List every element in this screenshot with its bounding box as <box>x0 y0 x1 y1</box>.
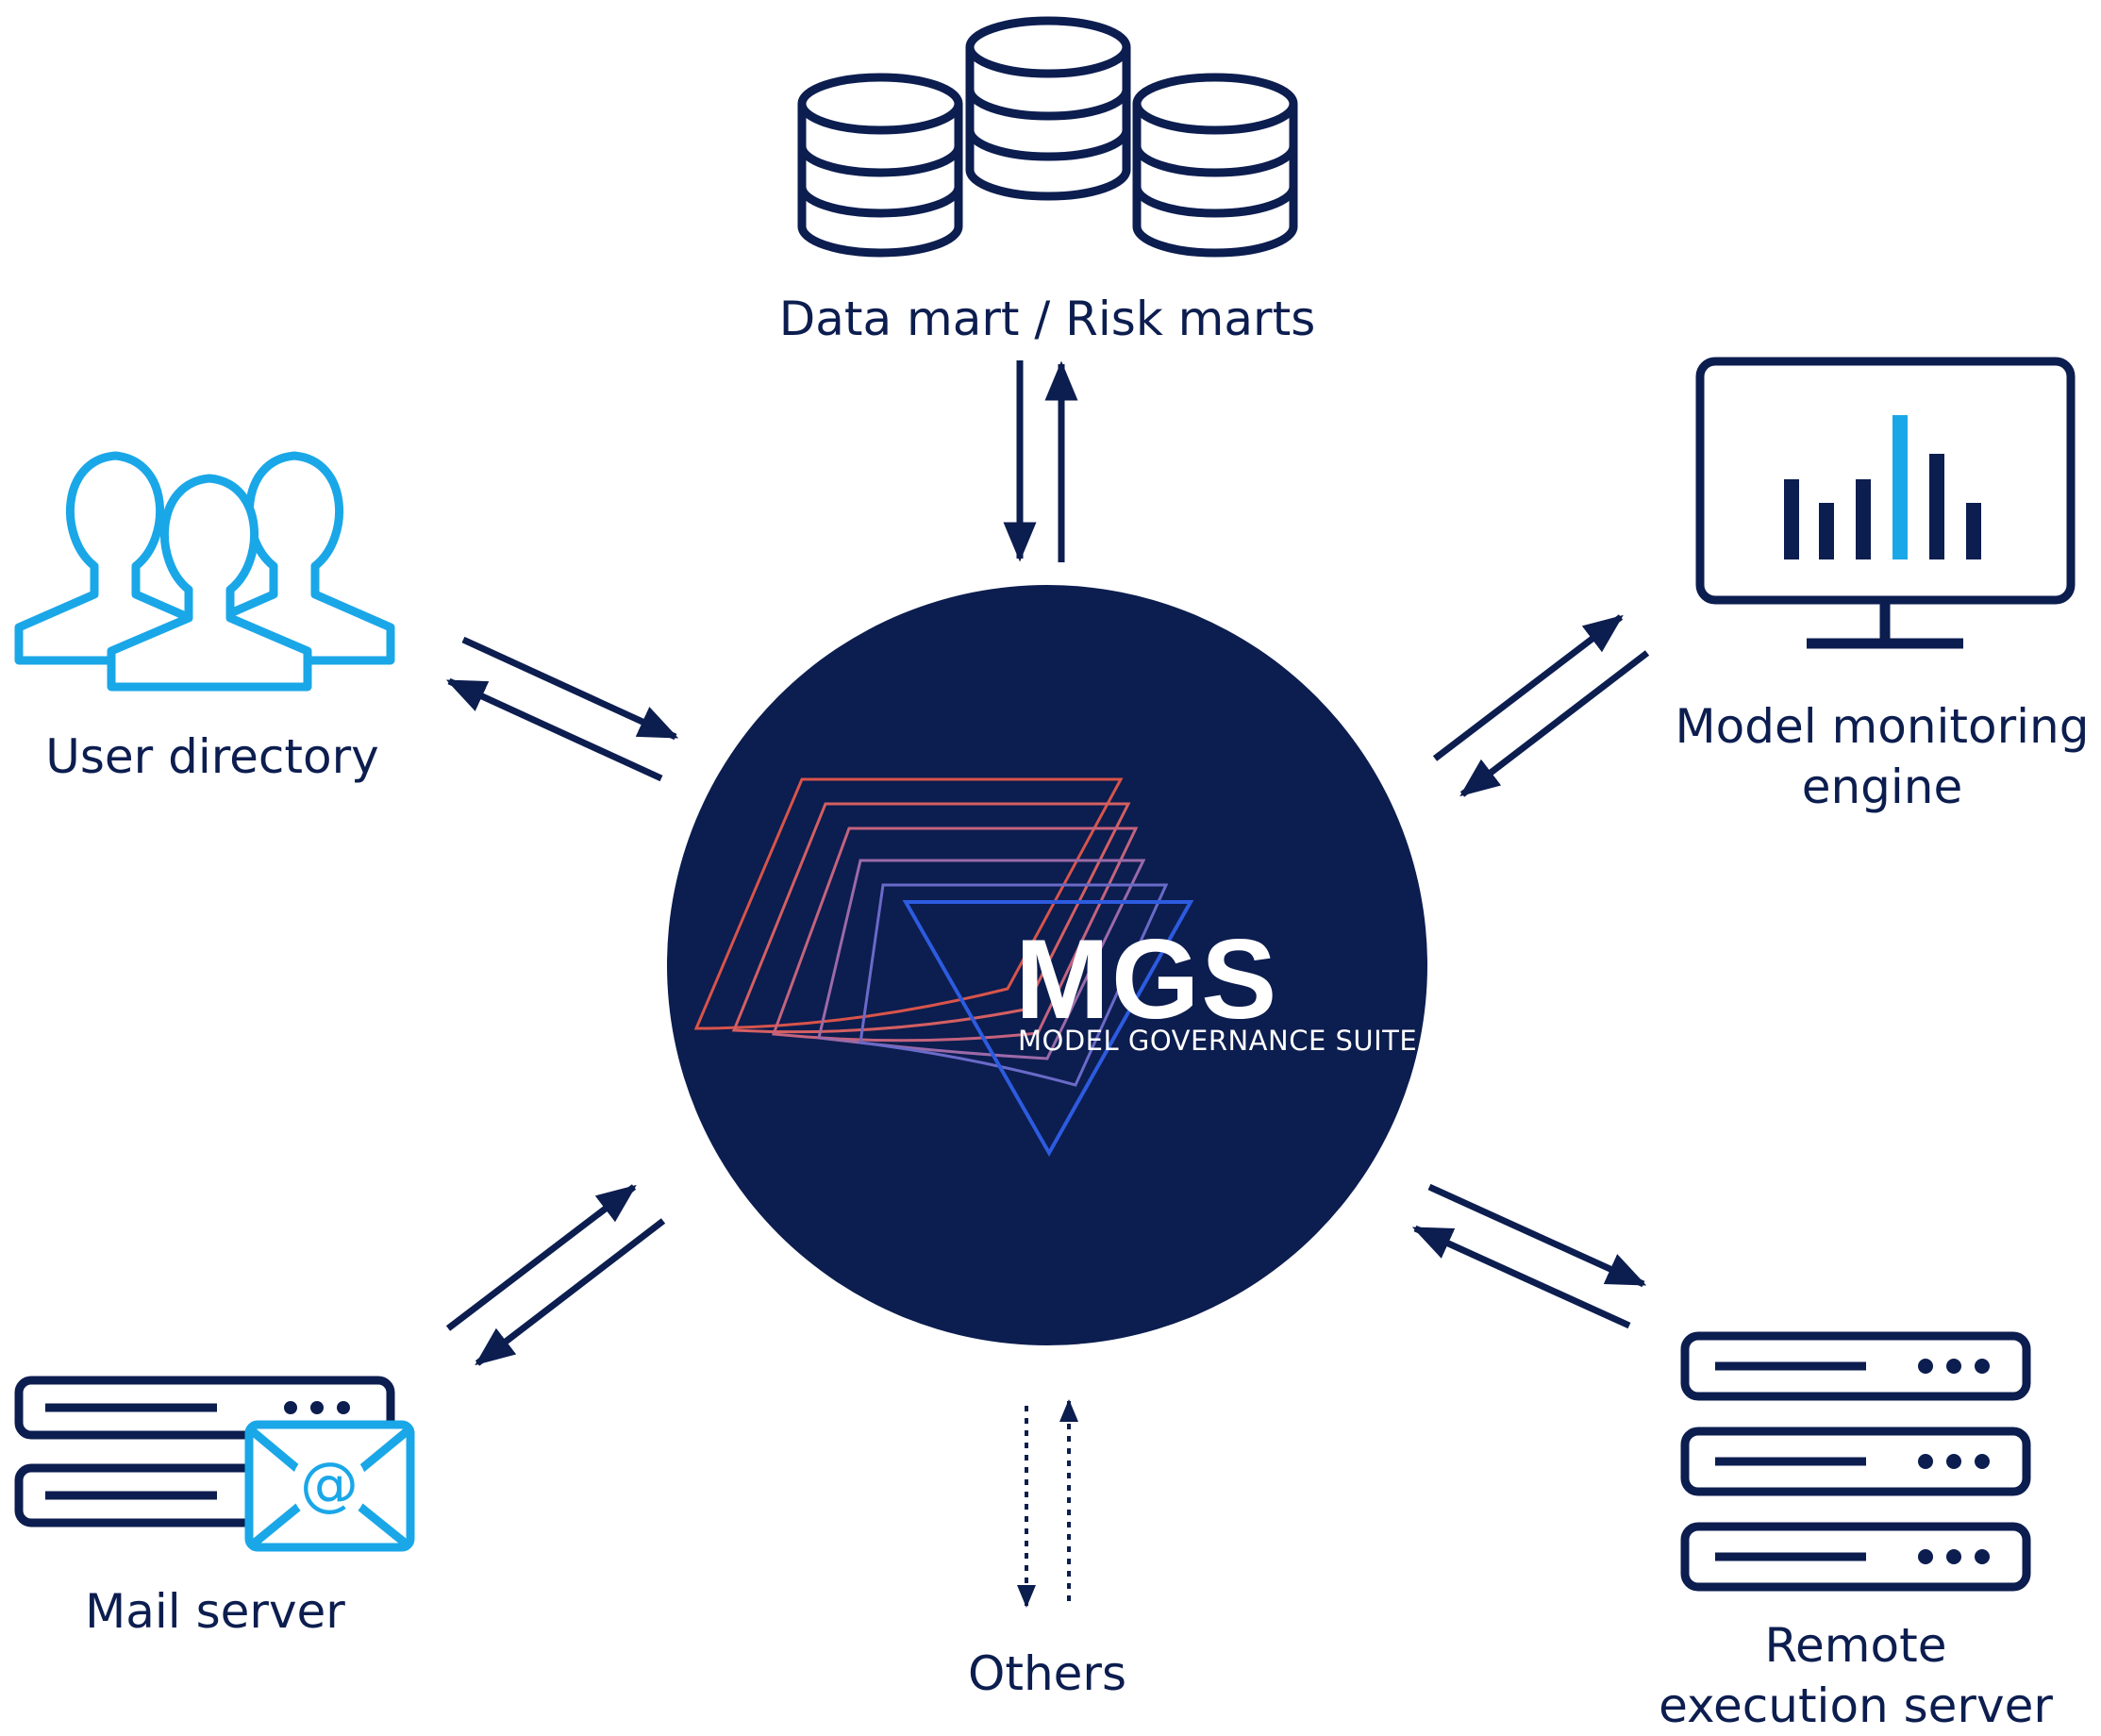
arrow-hub-to-monitoring <box>1432 614 1624 761</box>
mgs-logo-mark <box>693 777 1194 1158</box>
arrow-remote-to-hub <box>1411 1225 1631 1329</box>
server-rack-icon <box>1680 1331 2031 1592</box>
others-label: Others <box>967 1646 1127 1701</box>
data-mart-label: Data mart / Risk marts <box>778 292 1316 346</box>
arrow-monitoring-to-hub <box>1459 650 1650 797</box>
svg-text:@: @ <box>300 1449 359 1518</box>
monitor-chart-icon <box>1695 357 2076 649</box>
remote-label-line1: Remote <box>1764 1618 1947 1673</box>
user-directory-label: User directory <box>45 729 379 784</box>
monitoring-label-line2: engine <box>1801 760 1963 814</box>
server-rack-status-lights <box>1918 1359 1990 1564</box>
arrow-mail-to-hub <box>445 1184 637 1331</box>
users-group-icon <box>14 451 395 692</box>
connectors <box>445 360 1650 1608</box>
arrow-hub-to-remote <box>1427 1183 1647 1288</box>
arrow-hub-to-mail <box>475 1218 666 1366</box>
hub-subtitle: MODEL GOVERNANCE SUITE <box>1018 1025 1418 1057</box>
monitoring-label-line1: Model monitoring <box>1675 699 2090 754</box>
mail-server-label: Mail server <box>85 1584 345 1639</box>
arrow-hub-to-users <box>445 677 663 782</box>
arrow-users-to-hub <box>461 636 679 741</box>
hub-title: MGS <box>1015 916 1279 1043</box>
database-stack-icon <box>797 16 1298 258</box>
mail-server-icon: @ <box>14 1376 415 1552</box>
remote-label-line2: execution server <box>1659 1678 2053 1733</box>
